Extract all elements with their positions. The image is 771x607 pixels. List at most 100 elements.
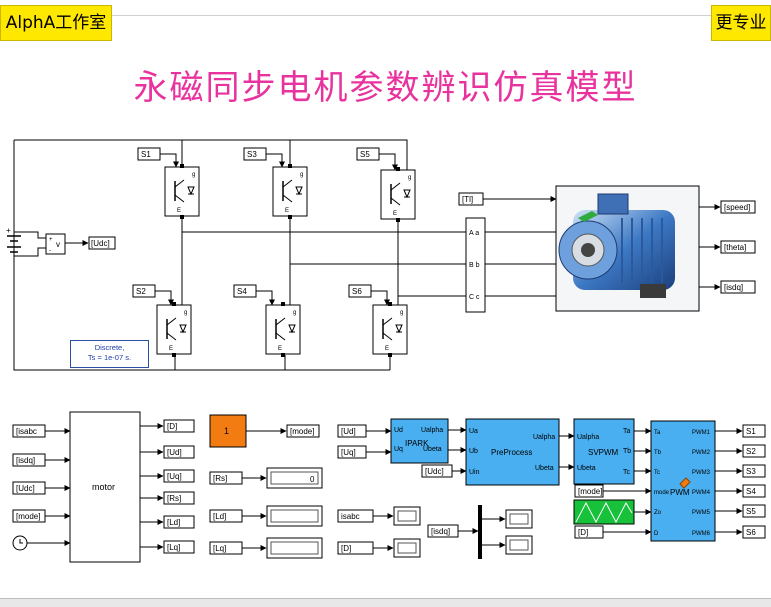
pwm-out-1: PWM1 xyxy=(692,430,711,436)
motor-output-port-3[interactable]: [Uq] xyxy=(163,469,195,483)
motor-output-port-4[interactable]: [Rs] xyxy=(163,491,195,505)
isd-scope[interactable] xyxy=(505,509,533,529)
page-title: 永磁同步电机参数辨识仿真模型 xyxy=(133,68,638,108)
igbt-switch-s6[interactable]: gE xyxy=(372,302,408,357)
motor-input-tag-3[interactable]: [Udc] xyxy=(12,481,46,495)
mode-goto-tag[interactable]: [mode] xyxy=(286,424,320,438)
svpwm-in-2: Ubeta xyxy=(577,465,596,472)
motor-output-tag-2[interactable]: [theta] xyxy=(720,240,756,254)
uq-from-tag-label: [Uq] xyxy=(341,448,356,457)
switch-tag-s1[interactable]: S1 xyxy=(137,147,161,161)
pwm-goto-s5-label: S5 xyxy=(746,507,756,516)
pwm-goto-s3-label: S3 xyxy=(746,467,756,476)
rs-from-tag[interactable]: [Rs] xyxy=(209,471,243,485)
motor-output-tag-3[interactable]: [isdq] xyxy=(720,280,756,294)
motor-input-tag-4-label: [mode] xyxy=(16,512,40,521)
isabc-from-tag[interactable]: isabc xyxy=(337,509,374,523)
ipark-in-1: Ud xyxy=(394,427,403,434)
motor-output-port-5[interactable]: [Ld] xyxy=(163,515,195,529)
pwm-goto-s1[interactable]: S1 xyxy=(742,424,766,438)
motor-output-port-3-label: [Uq] xyxy=(167,472,182,481)
switch-tag-s2[interactable]: S2 xyxy=(132,284,156,298)
motor-output-port-2[interactable]: [Ud] xyxy=(163,445,195,459)
uq-from-tag[interactable]: [Uq] xyxy=(337,445,367,459)
lq-from-tag-label: [Lq] xyxy=(213,544,226,553)
status-bar xyxy=(0,598,771,607)
preprocess-in-3: Uin xyxy=(469,469,480,476)
pwm-in-2: Tb xyxy=(654,450,662,456)
triangle-carrier-block[interactable] xyxy=(573,499,635,525)
switch-tag-s3[interactable]: S3 xyxy=(243,147,267,161)
measure-label: v xyxy=(56,240,60,249)
motor-output-port-6-label: [Lq] xyxy=(167,543,180,552)
igbt-switch-s5[interactable]: gE xyxy=(380,167,416,222)
pwm-d-from-tag[interactable]: [D] xyxy=(574,525,604,539)
ld-from-tag-label: [Ld] xyxy=(213,512,226,521)
motor-subsystem-block[interactable]: motor xyxy=(69,411,141,563)
motor-input-tag-1[interactable]: [isabc xyxy=(12,424,46,438)
isdq-from-tag[interactable]: [isdq] xyxy=(427,524,459,538)
udc-from-tag[interactable]: [Udc] xyxy=(421,464,453,478)
d-from-tag-label: [D] xyxy=(341,544,351,553)
ld-display[interactable] xyxy=(266,505,323,527)
voltage-measurement-block[interactable]: + - v xyxy=(45,233,66,255)
d-from-tag[interactable]: [D] xyxy=(337,541,374,555)
motor-block-label: motor xyxy=(92,482,115,492)
motor-output-port-6[interactable]: [Lq] xyxy=(163,540,195,554)
motor-output-tag-3-label: [isdq] xyxy=(724,283,743,292)
pwm-goto-s6[interactable]: S6 xyxy=(742,525,766,539)
switch-tag-s5[interactable]: S5 xyxy=(356,147,380,161)
rs-from-tag-label: [Rs] xyxy=(213,474,227,483)
isq-scope[interactable] xyxy=(505,535,533,555)
ld-from-tag[interactable]: [Ld] xyxy=(209,509,243,523)
switch-tag-s4[interactable]: S4 xyxy=(233,284,257,298)
ipark-in-2: Uq xyxy=(394,446,403,453)
pwm-goto-s5[interactable]: S5 xyxy=(742,504,766,518)
igbt-switch-s3[interactable]: gE xyxy=(272,164,308,219)
svg-text:+: + xyxy=(6,226,11,235)
motor-input-tag-4[interactable]: [mode] xyxy=(12,509,46,523)
motor-output-tag-1[interactable]: [speed] xyxy=(720,200,756,214)
udc-goto-tag[interactable]: [Udc] xyxy=(88,236,116,250)
pwm-mode-from-tag[interactable]: [mode] xyxy=(574,484,604,498)
pwm-goto-s4[interactable]: S4 xyxy=(742,484,766,498)
ud-from-tag[interactable]: [Ud] xyxy=(337,424,367,438)
load-torque-from-tag[interactable]: [Tl] xyxy=(458,192,484,206)
solver-line-1: Discrete, xyxy=(94,343,125,352)
d-scope[interactable] xyxy=(393,538,421,558)
phase-c-label: C c xyxy=(469,294,480,301)
solver-line-2: Ts = 1e-07 s. xyxy=(87,353,132,362)
lq-display[interactable] xyxy=(266,537,323,559)
three-phase-vi-block[interactable]: A a B b C c xyxy=(465,217,486,313)
motor-input-tag-2[interactable]: [isdq] xyxy=(12,453,46,467)
switch-tag-s6[interactable]: S6 xyxy=(348,284,372,298)
igbt-switch-s4[interactable]: gE xyxy=(265,302,301,357)
motor-output-port-1[interactable]: [D] xyxy=(163,419,195,433)
dc-voltage-source[interactable]: + xyxy=(6,226,21,253)
clock-icon[interactable] xyxy=(12,535,71,551)
pwm-goto-s2-label: S2 xyxy=(746,447,756,456)
pwm-in-1: Ta xyxy=(654,430,661,436)
emitter-letter: E xyxy=(385,346,389,352)
pmsm-motor-image[interactable] xyxy=(555,185,700,312)
udc-tag-label: [Udc] xyxy=(91,239,110,248)
igbt-switch-s1[interactable]: gE xyxy=(164,164,200,219)
powergui-solver-block[interactable]: Discrete, Ts = 1e-07 s. xyxy=(70,340,149,368)
lq-from-tag[interactable]: [Lq] xyxy=(209,541,243,555)
pwm-goto-s6-label: S6 xyxy=(746,528,756,537)
mode-constant-block[interactable]: 1 xyxy=(209,414,247,448)
phase-a-label: A a xyxy=(469,230,479,237)
isabc-scope[interactable] xyxy=(393,506,421,526)
dc-bus-wiring xyxy=(13,139,556,371)
gate-letter: g xyxy=(408,175,411,181)
pwm-goto-s2[interactable]: S2 xyxy=(742,444,766,458)
igbt-switch-s2[interactable]: gE xyxy=(156,302,192,357)
rs-display[interactable]: 0 xyxy=(266,467,323,489)
pwm-goto-s3[interactable]: S3 xyxy=(742,464,766,478)
mode-goto-label: [mode] xyxy=(290,427,314,436)
